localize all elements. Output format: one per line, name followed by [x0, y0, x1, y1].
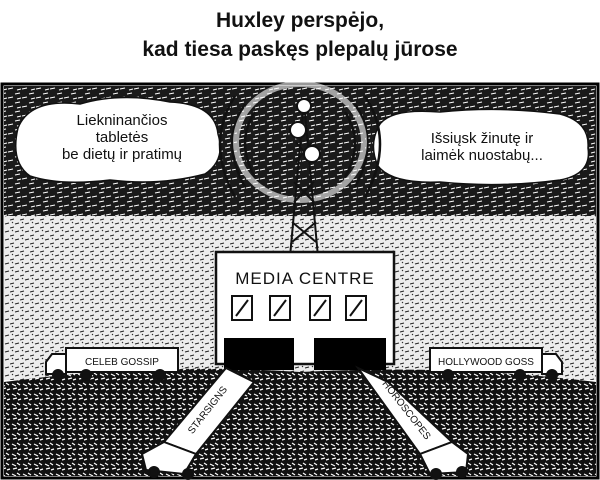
media-centre-building — [214, 250, 396, 370]
cartoon-illustration: MEDIA CENTRE CELEB GOSSIP HOLLYWOOD GOSS… — [0, 82, 600, 480]
cartoon-panel: MEDIA CENTRE CELEB GOSSIP HOLLYWOOD GOSS… — [0, 82, 600, 480]
left-bubble-line-1: Liekninančios — [76, 112, 168, 129]
right-bubble-line-1: Išsiųsk žinutę ir — [430, 130, 534, 147]
left-truck-label: CELEB GOSSIP — [85, 357, 159, 368]
caption-line-2: kad tiesa paskęs plepalų jūrose — [142, 38, 458, 61]
cartoon-caption: Huxley perspėjo, kad tiesa paskęs plepal… — [0, 0, 600, 82]
broadcast-waves-icon — [218, 95, 382, 198]
right-speech-cloud — [372, 108, 590, 186]
starsigns-truck — [140, 366, 256, 480]
left-bubble-line-2: tabletės — [95, 129, 149, 146]
left-speech-cloud — [15, 96, 221, 183]
right-truck-label: HOLLYWOOD GOSS — [438, 357, 534, 368]
antenna-tower-icon — [289, 98, 321, 258]
left-gossip-truck — [45, 347, 179, 381]
right-gossip-truck — [429, 347, 563, 381]
caption-line-1: Huxley perspėjo, — [215, 9, 385, 32]
left-bubble-text: Liekninančios tabletės be dietų ir prati… — [32, 112, 212, 163]
right-bubble-text: Išsiųsk žinutę ir laimėk nuostabų... — [382, 130, 582, 164]
right-bubble-line-2: laimėk nuostabų... — [421, 147, 543, 164]
building-windows — [231, 295, 367, 321]
dark-ground — [4, 368, 596, 476]
horoscopes-truck — [354, 365, 470, 480]
left-garage-door — [224, 338, 294, 370]
right-garage-door — [314, 338, 386, 370]
left-bubble-line-3: be dietų ir pratimų — [61, 146, 183, 163]
building-sign: MEDIA CENTRE — [235, 269, 375, 288]
